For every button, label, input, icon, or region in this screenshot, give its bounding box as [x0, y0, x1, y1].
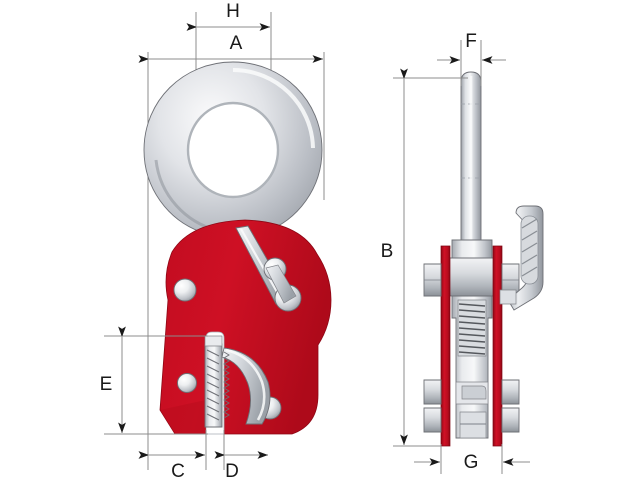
- dimension-b-label: B: [381, 241, 394, 262]
- eye-highlight-top: [232, 68, 315, 149]
- link-arm-lower-seg: [265, 264, 297, 304]
- upper-knuckle: [445, 257, 501, 297]
- lever-grip: [520, 215, 539, 285]
- dimension-c-label: C: [171, 461, 185, 480]
- screw-head-front: [204, 335, 223, 347]
- dimension-a-label: A: [230, 33, 243, 54]
- side-view: [423, 71, 544, 447]
- link-arm-highlight: [240, 228, 282, 300]
- clamp-screw-front: [204, 335, 223, 428]
- front-view-dimensions-lower: E C D: [100, 326, 268, 480]
- front-view-dimensions: H A: [138, 1, 325, 436]
- lever-knurl: [521, 218, 538, 277]
- dimension-f-label: F: [465, 31, 477, 52]
- cam-body: [221, 347, 271, 425]
- bolt-lower-right-a: [501, 379, 520, 405]
- threaded-screw-side: [457, 299, 487, 357]
- dimension-e-label: E: [100, 374, 113, 395]
- screw-threads-front: [206, 349, 220, 421]
- bolt-lower-left-a: [423, 379, 442, 405]
- front-view: [143, 61, 332, 435]
- dimension-g-label: G: [464, 452, 479, 473]
- dimension-b: B: [381, 68, 408, 445]
- link-arm-overlay: [265, 264, 297, 304]
- cam-highlight: [225, 348, 266, 421]
- side-view-dimensions: F B G: [381, 31, 530, 474]
- lower-block-detail: [461, 385, 487, 400]
- dimension-a: A: [138, 33, 323, 63]
- dimension-f: F: [437, 31, 506, 64]
- dimension-h-label: H: [226, 1, 240, 22]
- lower-block-b: [459, 411, 487, 439]
- clamp-body: [159, 219, 332, 435]
- side-plate-left: [440, 245, 451, 447]
- dimension-d: D: [214, 451, 268, 480]
- serrated-cam: [221, 347, 271, 425]
- lock-lever-handle: [499, 205, 544, 311]
- bolts-group: [423, 263, 520, 433]
- dimension-c: C: [138, 451, 205, 480]
- bolt-lower-right-b: [501, 407, 520, 433]
- eye-bore-ring: [186, 101, 280, 199]
- dimension-g: G: [414, 452, 530, 473]
- dimension-d-label: D: [225, 461, 239, 480]
- rivet-lower-left: [177, 373, 197, 393]
- thread-lines: [458, 303, 486, 355]
- dimension-h: H: [186, 1, 270, 31]
- rivet-upper-left: [173, 278, 197, 302]
- side-plate-right: [492, 245, 503, 447]
- body-chamfer-shade: [160, 400, 206, 434]
- bolt-lower-left-b: [423, 407, 442, 433]
- cam-teeth: [223, 351, 230, 419]
- lever-bracket: [499, 289, 517, 305]
- dimension-e: E: [100, 326, 126, 433]
